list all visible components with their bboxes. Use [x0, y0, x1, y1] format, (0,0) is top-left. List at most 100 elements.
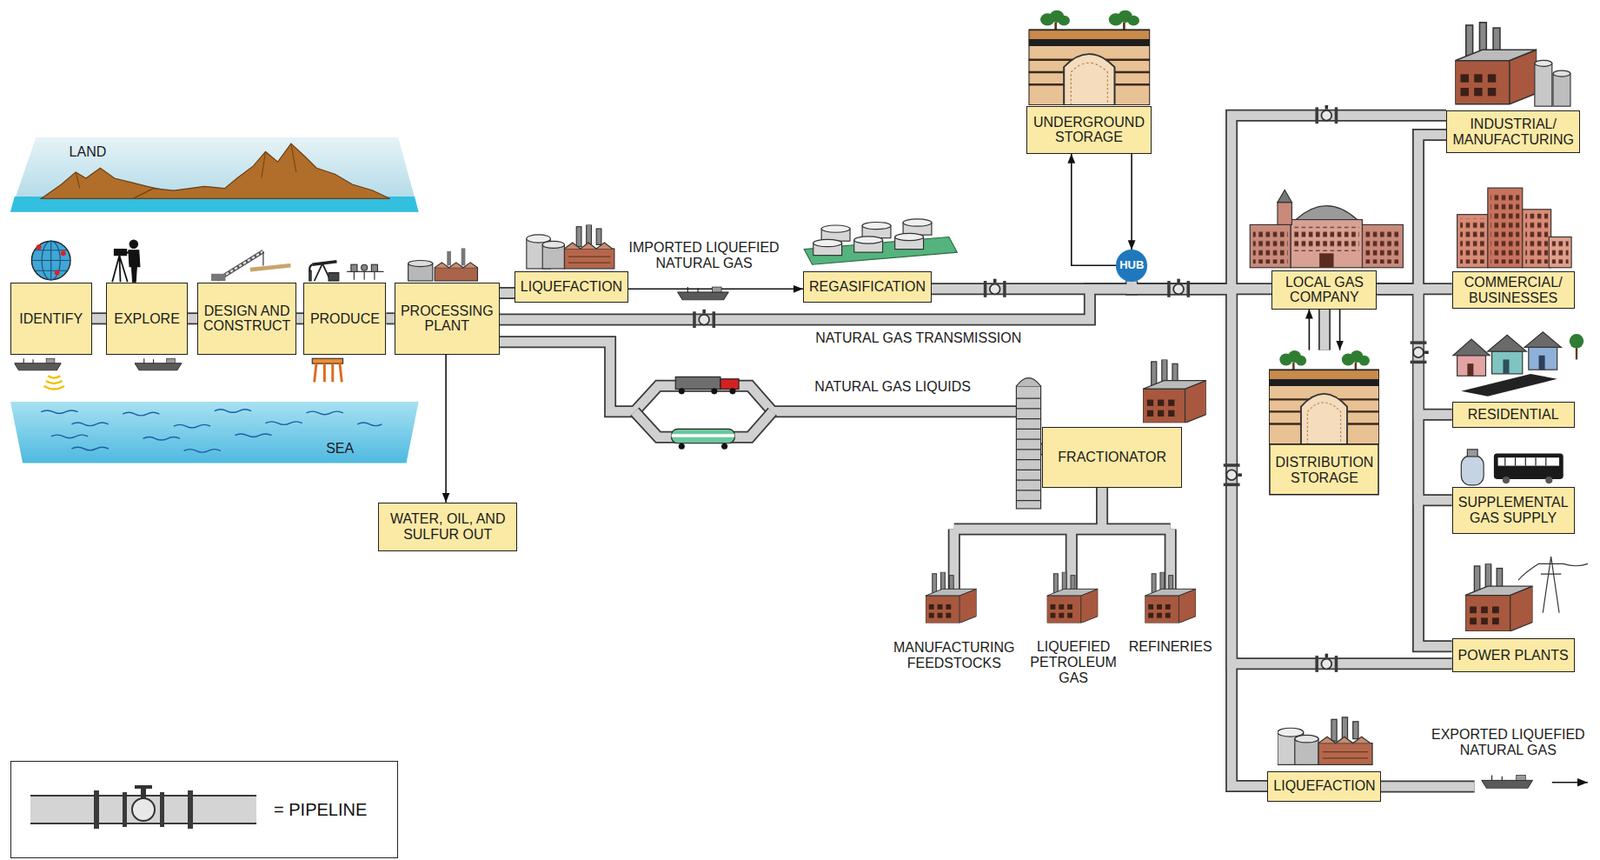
pipeline-sample [134, 784, 153, 789]
rail-tanker-icon [671, 428, 736, 443]
industrial-icon [1534, 59, 1553, 67]
valve-symbol [1410, 340, 1429, 364]
node-text: PROCESSING PLANT [399, 303, 495, 334]
surveyor-icon [123, 252, 130, 253]
globe-icon [36, 244, 42, 250]
tank-farm [895, 232, 924, 240]
tank-farm [813, 239, 843, 246]
node-text: HUB [1119, 258, 1144, 272]
pipeline-sample [132, 797, 155, 821]
houses-icon [1457, 355, 1487, 376]
edge-label: NATURAL GAS TRANSMISSION [815, 330, 1022, 346]
facility-box: REGASIFICATION [803, 271, 932, 302]
globe-icon [31, 240, 71, 280]
office-buildings [1460, 218, 1485, 264]
flow-arrow [1130, 153, 1133, 250]
pipe-outline [931, 281, 1132, 290]
consumer-box: INDUSTRIAL/ MANUFACTURING [1446, 110, 1581, 153]
pipeline [931, 281, 1132, 290]
pipeline [187, 313, 198, 324]
hub-circle: HUB [1115, 249, 1148, 281]
process-box: EXPLORE [106, 282, 188, 354]
industrial-icon [1454, 22, 1537, 105]
valve-symbol [1314, 105, 1338, 124]
globe-icon [31, 240, 71, 280]
process-box: PROCESSING PLANT [394, 282, 500, 354]
gas-company-building [1365, 230, 1401, 264]
supplemental-icons [1460, 449, 1563, 485]
pipe [634, 411, 1474, 786]
valve-symbol [692, 309, 716, 328]
land-panel: LAND [10, 137, 419, 213]
process-box: IDENTIFY [10, 282, 93, 354]
underground-storage-icon [1029, 10, 1151, 106]
houses-icon [1528, 346, 1558, 370]
truck-icon [678, 387, 685, 394]
facility-box: LIQUEFACTION [1267, 770, 1381, 802]
node-text: UNDERGROUND STORAGE [1031, 114, 1147, 146]
pipeline [92, 313, 107, 324]
supplemental-icons [1467, 449, 1478, 457]
houses-icon [1539, 355, 1546, 370]
pipe [634, 411, 1474, 786]
node-text: FRACTIONATOR [1047, 449, 1177, 465]
valve-symbol [692, 105, 1429, 672]
sea-panel-shape [10, 401, 419, 463]
tank-farm [862, 221, 891, 229]
consumer-box: SUPPLEMENTAL GAS SUPPLY [1452, 486, 1575, 534]
label-text: MANUFACTURING FEEDSTOCKS [889, 639, 1020, 671]
land-panel-shape [75, 143, 297, 189]
fractionator-column [1015, 385, 1041, 509]
gas-company-building [1277, 202, 1292, 226]
platform-icon [312, 358, 343, 382]
gas-company-building [1249, 224, 1291, 267]
office-buildings [1487, 187, 1523, 268]
houses-icon [1453, 338, 1490, 356]
flow-arrow [444, 354, 447, 503]
gas-company-building [1294, 226, 1360, 252]
industrial-icon [1553, 73, 1571, 107]
office-buildings [1548, 237, 1572, 268]
subsea-icon [371, 264, 378, 272]
node-text: SUPPLEMENTAL GAS SUPPLY [1457, 494, 1570, 525]
valve-symbol [1314, 653, 1338, 672]
node-text: SEA [325, 440, 354, 457]
pipeline-sample [159, 791, 165, 827]
pipe-outline [385, 312, 394, 325]
pipeline [296, 313, 304, 324]
subsea-icon [361, 264, 368, 271]
fractionator-column [1015, 378, 1041, 509]
plant-icon [434, 262, 478, 268]
surveyor-icon [112, 239, 140, 282]
arrow-lines [445, 153, 1341, 503]
fractionator-column [1015, 378, 1041, 386]
label-text: REFINERIES [1128, 638, 1213, 655]
pumpjack-icon [309, 270, 312, 281]
office-buildings [1457, 214, 1488, 268]
liquefaction-plant-icon [526, 224, 615, 269]
plant-icon [434, 267, 478, 281]
pipeline [499, 288, 515, 299]
gas-company-building [1290, 219, 1362, 268]
node-text: POWER PLANTS [1457, 647, 1570, 664]
ship-icon [134, 358, 182, 371]
pipe-outline [1318, 309, 1331, 351]
node-text: REGASIFICATION [808, 278, 927, 295]
legend-box: = PIPELINE [10, 760, 399, 858]
pipeline-sample [122, 791, 127, 827]
houses-icon [1467, 363, 1474, 376]
label-text: EXPORTED LIQUEFIED NATURAL GAS [1427, 726, 1589, 757]
edge-label: NATURAL GAS LIQUIDS [814, 378, 971, 395]
facility-box: LIQUEFACTION [514, 271, 629, 303]
legend-text: = PIPELINE [273, 799, 367, 820]
pipe-outline [499, 341, 1043, 449]
lng-tanker-icon [677, 286, 730, 300]
pumpjack-icon [312, 261, 337, 266]
houses-icon [1453, 331, 1584, 397]
crane-icon [211, 251, 292, 281]
office-buildings [1457, 187, 1573, 268]
office-buildings [1525, 212, 1548, 264]
gas-company-building [1361, 224, 1403, 267]
pipeline-sample [30, 796, 257, 823]
